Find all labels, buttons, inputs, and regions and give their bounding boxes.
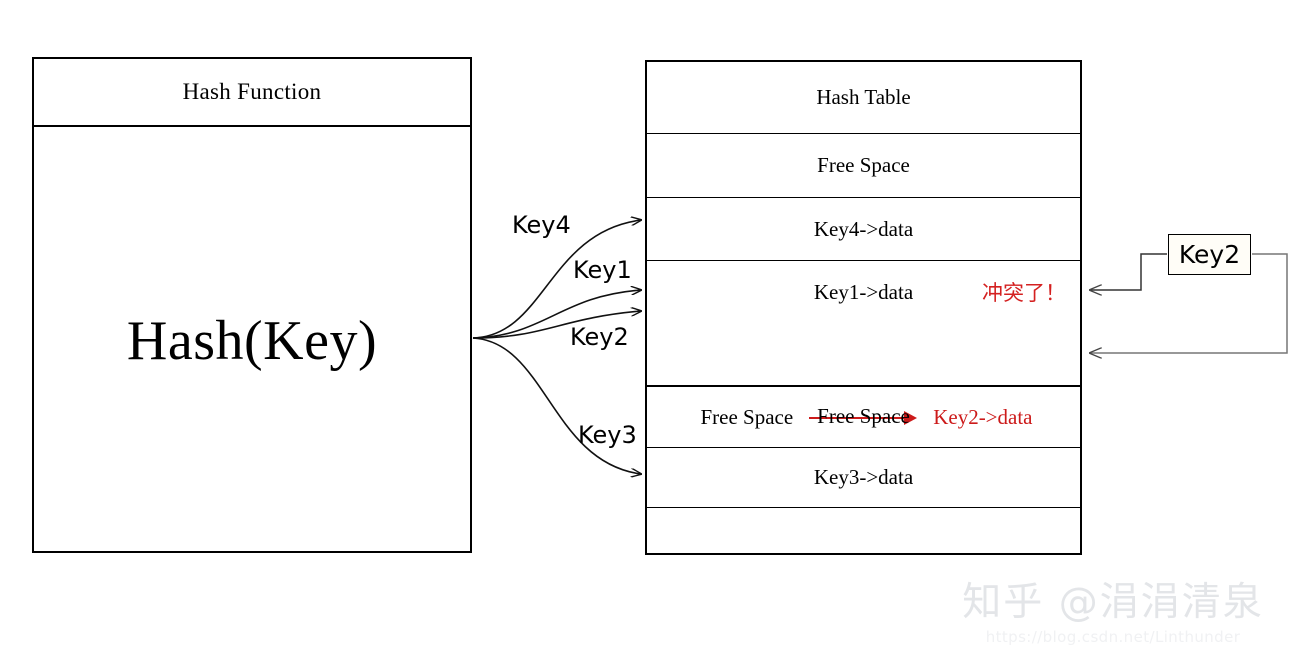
key2-node-box: Key2 xyxy=(1168,234,1251,275)
hash-table-row-key3: Key3->data xyxy=(647,447,1080,507)
arrow-key2 xyxy=(472,311,641,339)
hash-table-row-free-2: Free Space xyxy=(647,385,1080,447)
hash-table-row-key1: Key1->data 冲突了！ xyxy=(647,260,1080,323)
hash-function-expression: Hash(Key) xyxy=(126,310,378,372)
arrow-label-key2: Key2 xyxy=(570,323,629,351)
hash-table-title-row: Hash Table xyxy=(647,62,1080,133)
hash-function-body: Hash(Key) xyxy=(34,127,470,555)
relocation-group: Free Space Key2->data xyxy=(647,405,1080,430)
hash-table-box: Hash Table Free Space Key4->data Key1->d… xyxy=(645,60,1082,555)
row-label: Free Space xyxy=(817,404,910,428)
hash-table-row-free-1: Free Space xyxy=(647,133,1080,197)
arrow-label-key1: Key1 xyxy=(573,256,632,284)
row-label: Free Space xyxy=(700,405,794,429)
hash-function-title: Hash Function xyxy=(182,79,322,104)
arrow-key1 xyxy=(472,290,641,339)
arrow-key2-node-to-relocation xyxy=(1090,253,1288,353)
relocated-entry-label: Key2->data xyxy=(933,405,1033,429)
arrow-key2-node-to-collision xyxy=(1090,253,1167,290)
relocation-arrow-icon xyxy=(809,410,918,425)
hash-table-row-free-3 xyxy=(647,507,1080,553)
row-label: Key1->data xyxy=(813,279,914,304)
hash-function-box: Hash Function Hash(Key) xyxy=(32,57,472,553)
hash-function-header: Hash Function xyxy=(34,59,470,127)
arrow-label-key3: Key3 xyxy=(578,421,637,449)
row-label: Free Space xyxy=(817,153,910,177)
row-label: Key3->data xyxy=(813,465,914,489)
hash-table-row-relocated-key2: Free Space Key2->data xyxy=(647,386,1080,448)
key2-node-label: Key2 xyxy=(1178,240,1241,269)
arrow-key3 xyxy=(472,337,641,474)
arrow-key4 xyxy=(472,220,641,339)
hash-table-row-key4: Key4->data xyxy=(647,197,1080,260)
arrow-label-key4: Key4 xyxy=(512,211,571,239)
hash-table-title: Hash Table xyxy=(816,85,911,109)
row-label: Key4->data xyxy=(813,216,914,241)
collision-note: 冲突了！ xyxy=(982,281,1066,305)
